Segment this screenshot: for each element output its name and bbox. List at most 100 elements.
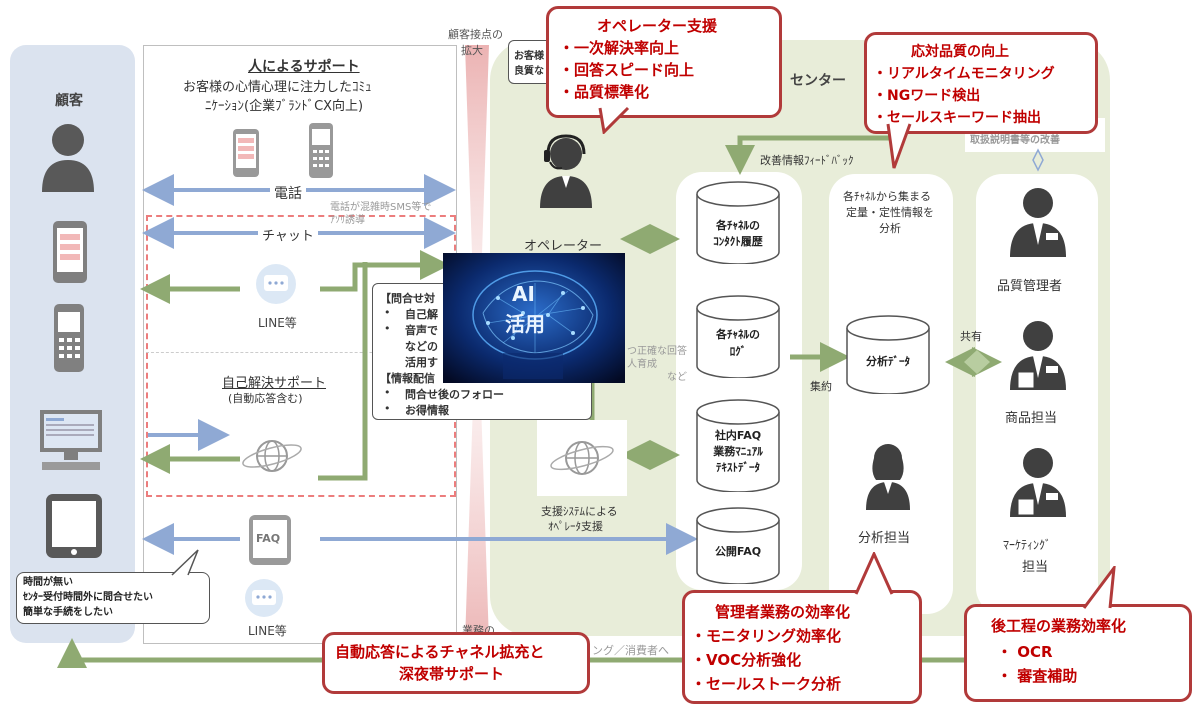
db-contact-history-1: 各ﾁｬﾈﾙの <box>716 219 760 232</box>
callout-auto-response-2: 深夜帯サポート <box>399 665 505 683</box>
aggregate-label: 集約 <box>810 380 832 393</box>
callout-downstream-efficiency-tail <box>1082 566 1116 609</box>
callout-admin-efficiency-tail <box>854 552 894 595</box>
callout-auto-response-1: 自動応答によるチャネル拡充と <box>335 643 545 661</box>
self-support-title: 自己解決サポート <box>222 376 327 391</box>
inquiry-bullet-2: • <box>384 306 391 319</box>
desktop-computer-icon <box>40 410 102 470</box>
inquiry-bullet-3: • <box>384 322 391 335</box>
support-system-2: ｵﾍﾟﾚｰﾀ支援 <box>548 520 603 533</box>
human-support-desc-1: お客様の心情心理に注力したｺﾐｭ <box>183 80 372 95</box>
customer-note-2: ｾﾝﾀｰ受付時間外に問合せたい <box>23 592 153 603</box>
smartphone-small-icon <box>233 129 259 177</box>
smartphone-icon <box>53 221 87 283</box>
callout-operator-support-item-3: ・品質標準化 <box>559 83 650 101</box>
bottom-feedback-text: ング／消費者へ <box>592 644 669 657</box>
callout-response-quality-item-2: ・NGワード検出 <box>873 88 981 104</box>
ai-brain-image <box>443 253 625 383</box>
quality-manager-icon <box>1010 188 1066 257</box>
center-label: センター <box>790 73 846 89</box>
faq-tablet-icon <box>249 515 291 565</box>
contact-expand-1: 顧客接点の <box>448 28 503 41</box>
customer-title: 顧客 <box>55 93 83 109</box>
inquiry-bullet-8: • <box>384 402 391 415</box>
inquiry-l6: 【情報配信 <box>380 372 435 385</box>
customer-note-1: 時間が無い <box>23 577 73 588</box>
callout-auto-response: 自動応答によるチャネル拡充と 深夜帯サポート <box>322 632 590 694</box>
self-support-sub: (自動応答含む) <box>228 392 303 405</box>
human-support-desc-2: ﾆｹｰｼｮﾝ(企業ﾌﾞﾗﾝﾄﾞCX向上) <box>205 99 364 114</box>
inquiry-l2: 自己解 <box>405 308 438 321</box>
callout-operator-support-item-1: ・一次解決率向上 <box>559 39 680 57</box>
customer-needs-note: 時間が無い ｾﾝﾀｰ受付時間外に問合せたい 簡単な手続をしたい <box>16 572 210 624</box>
sms-note-2: ｱｿﾘ誘導 <box>330 215 365 226</box>
customer-person-icon <box>42 124 94 192</box>
marketing-staff-icon <box>1010 448 1066 517</box>
callout-admin-efficiency-item-3: ・セールストーク分析 <box>691 675 842 693</box>
marketing-staff-label-2: 担当 <box>1022 560 1049 575</box>
marketing-staff-label-1: ﾏｰｹﾃｨﾝｸﾞ <box>1003 538 1052 552</box>
line-label-top: LINE等 <box>258 316 297 330</box>
callout-admin-efficiency-title: 管理者業務の効率化 <box>715 603 851 621</box>
callout-operator-support-item-2: ・回答スピード向上 <box>559 61 695 79</box>
db-internal-faq-2: 業務ﾏﾆｭｱﾙ <box>713 445 763 458</box>
quality-manager-label: 品質管理者 <box>997 279 1063 294</box>
callout-response-quality-item-3: ・セールスキーワード抽出 <box>873 110 1041 126</box>
analyst-label: 分析担当 <box>858 531 911 546</box>
operator-icon <box>540 134 592 208</box>
callout-admin-efficiency-item-1: ・モニタリング効率化 <box>691 627 842 645</box>
feedback-label: 改善情報ﾌｨｰﾄﾞﾊﾞｯｸ <box>760 154 854 167</box>
inquiry-l4: などの <box>405 340 438 353</box>
manual-improve-label: 取扱説明書等の改善 <box>970 135 1060 146</box>
analyst-icon <box>866 444 910 510</box>
mobile-phone-icon <box>54 304 84 372</box>
line-label-bottom: LINE等 <box>248 624 287 638</box>
db-logs-1: 各ﾁｬﾈﾙの <box>716 328 760 341</box>
phone-label: 電話 <box>270 183 306 203</box>
ai-side-note-3: など <box>667 372 687 383</box>
chat-label: チャット <box>258 225 318 244</box>
customer-note-tail <box>171 549 199 576</box>
line-chat-icon <box>256 264 296 304</box>
inquiry-l1: 【問合せ対 <box>380 292 435 305</box>
db-analysis-data-1: 分析ﾃﾞｰﾀ <box>866 355 910 368</box>
ai-label-1: AI <box>512 282 535 306</box>
callout-downstream-efficiency-item-2: ・ 審査補助 <box>997 667 1078 685</box>
ai-side-note-2: 人育成 <box>627 359 657 370</box>
inquiry-bullet-7: • <box>384 386 391 399</box>
callout-response-quality-tail <box>886 123 912 169</box>
tablet-icon <box>46 494 102 558</box>
support-system-icon <box>537 420 627 496</box>
web-globe-icon <box>242 440 302 472</box>
analysis-panel-1: 各ﾁｬﾈﾙから集まる <box>843 190 931 203</box>
inquiry-l8: お得情報 <box>405 404 449 417</box>
db-contact-history-2: ｺﾝﾀｸﾄ履歴 <box>713 235 763 248</box>
db-contact-history: 各ﾁｬﾈﾙの ｺﾝﾀｸﾄ履歴 <box>696 180 780 264</box>
sms-note-1: 電話が混雑時SMS等で <box>330 202 432 213</box>
product-staff-label: 商品担当 <box>1005 411 1058 426</box>
callout-operator-support: オペレーター支援 ・一次解決率向上 ・回答スピード向上 ・品質標準化 <box>546 6 782 118</box>
db-public-faq-1: 公開FAQ <box>714 545 762 558</box>
db-logs: 各ﾁｬﾈﾙの ﾛｸﾞ <box>696 294 780 378</box>
customer-note-3: 簡単な手続をしたい <box>23 607 113 618</box>
db-internal-faq-3: ﾃｷｽﾄﾃﾞｰﾀ <box>716 461 760 474</box>
contact-expand-2: 拡大 <box>461 44 483 57</box>
db-internal-faq-1: 社内FAQ <box>714 429 762 442</box>
analysis-panel-2: 定量・定性情報を <box>846 206 934 219</box>
callout-operator-support-title: オペレーター支援 <box>597 17 718 35</box>
inquiry-l5: 活用す <box>405 356 438 369</box>
db-public-faq: 公開FAQ <box>696 506 780 584</box>
db-internal-faq: 社内FAQ 業務ﾏﾆｭｱﾙ ﾃｷｽﾄﾃﾞｰﾀ <box>696 398 780 492</box>
analysis-panel-3: 分析 <box>879 222 901 235</box>
callout-downstream-efficiency-item-1: ・ OCR <box>997 643 1053 661</box>
faq-icon-label: FAQ <box>256 532 281 545</box>
product-staff-icon <box>1010 321 1066 390</box>
share-label: 共有 <box>960 330 982 343</box>
operator-label: オペレーター <box>524 239 603 254</box>
callout-downstream-efficiency-title: 後工程の業務効率化 <box>991 617 1127 635</box>
db-analysis-data: 分析ﾃﾞｰﾀ <box>846 314 930 394</box>
support-system-1: 支援ｼｽﾃﾑによる <box>541 505 618 518</box>
partial-box-1: お客様 <box>514 51 544 62</box>
callout-response-quality-item-1: ・リアルタイムモニタリング <box>873 66 1055 82</box>
inquiry-l3: 音声で <box>405 324 438 337</box>
